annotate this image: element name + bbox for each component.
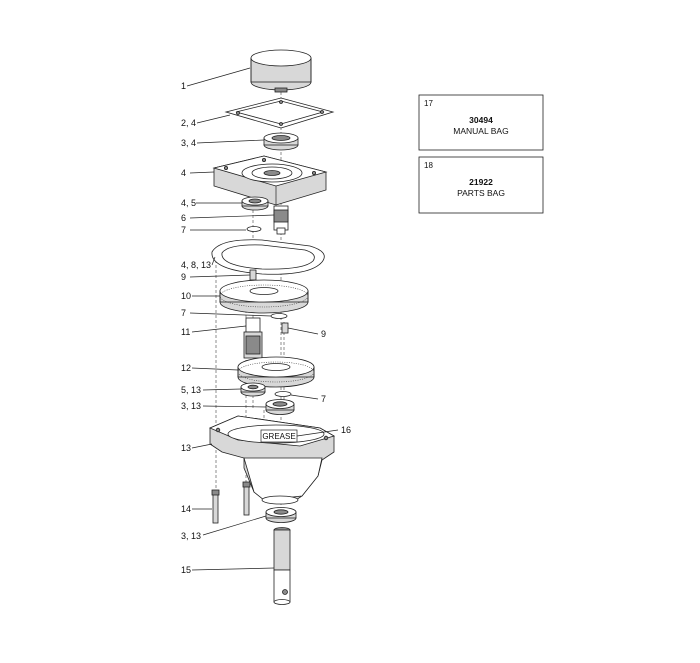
kit-box-description: MANUAL BAG: [453, 126, 508, 136]
part-spline-shaft: [243, 317, 263, 359]
part-small-bearing-lower: [240, 382, 266, 397]
part-snap-ring-b: [270, 313, 288, 319]
kit-box-description: PARTS BAG: [457, 188, 505, 198]
callout-5-13: 5, 13: [181, 385, 201, 395]
grease-label-text: GREASE: [262, 432, 295, 441]
callout-labels: 1 2, 4 3, 4 4 4, 5 6 7 4, 8, 13 9 10 7 9…: [181, 81, 351, 575]
part-pin-b: [281, 322, 289, 334]
grease-label: GREASE: [260, 429, 298, 443]
part-small-bearing-upper: [241, 196, 269, 211]
kit-box-parts-bag: 18 21922 PARTS BAG: [418, 156, 544, 214]
callout-9-a: 9: [181, 272, 186, 282]
callout-6: 6: [181, 213, 186, 223]
part-bolts: [211, 481, 251, 524]
part-large-gasket: [211, 239, 325, 275]
kit-box-part-number: 21922: [469, 177, 493, 187]
callout-2-4: 2, 4: [181, 118, 196, 128]
callout-7-a: 7: [181, 225, 186, 235]
part-second-gear: [237, 356, 315, 388]
callout-1: 1: [181, 81, 186, 91]
part-pin-a: [249, 269, 257, 281]
part-large-gear: [219, 279, 309, 314]
kit-box-manual-bag: 17 30494 MANUAL BAG: [418, 94, 544, 151]
part-bottom-bearing: [265, 507, 297, 523]
callout-3-13-b: 3, 13: [181, 531, 201, 541]
callout-10: 10: [181, 291, 191, 301]
part-cap: [250, 49, 312, 93]
callout-7-b: 7: [181, 308, 186, 318]
part-mid-bearing: [265, 399, 295, 415]
part-main-housing: [208, 415, 336, 505]
callout-16: 16: [341, 425, 351, 435]
callout-4: 4: [181, 168, 186, 178]
leader-lines: [186, 67, 339, 571]
kit-box-item-number: 18: [424, 161, 433, 170]
callout-13: 13: [181, 443, 191, 453]
callout-12: 12: [181, 363, 191, 373]
callout-4-8-13: 4, 8, 13: [181, 260, 211, 270]
part-top-gasket: [224, 97, 335, 129]
callout-9-b: 9: [321, 329, 326, 339]
callout-3-4: 3, 4: [181, 138, 196, 148]
callout-15: 15: [181, 565, 191, 575]
part-snap-ring-a: [246, 226, 262, 232]
kit-box-part-number: 30494: [469, 115, 493, 125]
part-pinion: [273, 205, 289, 235]
callout-3-13-a: 3, 13: [181, 401, 201, 411]
callout-7-c: 7: [321, 394, 326, 404]
part-output-shaft: [273, 527, 291, 605]
part-top-housing: [212, 155, 328, 206]
callout-4-5: 4, 5: [181, 198, 196, 208]
part-snap-ring-c: [274, 391, 292, 397]
part-top-bearing: [263, 132, 299, 151]
kit-box-item-number: 17: [424, 99, 433, 108]
callout-14: 14: [181, 504, 191, 514]
callout-11: 11: [181, 327, 190, 337]
